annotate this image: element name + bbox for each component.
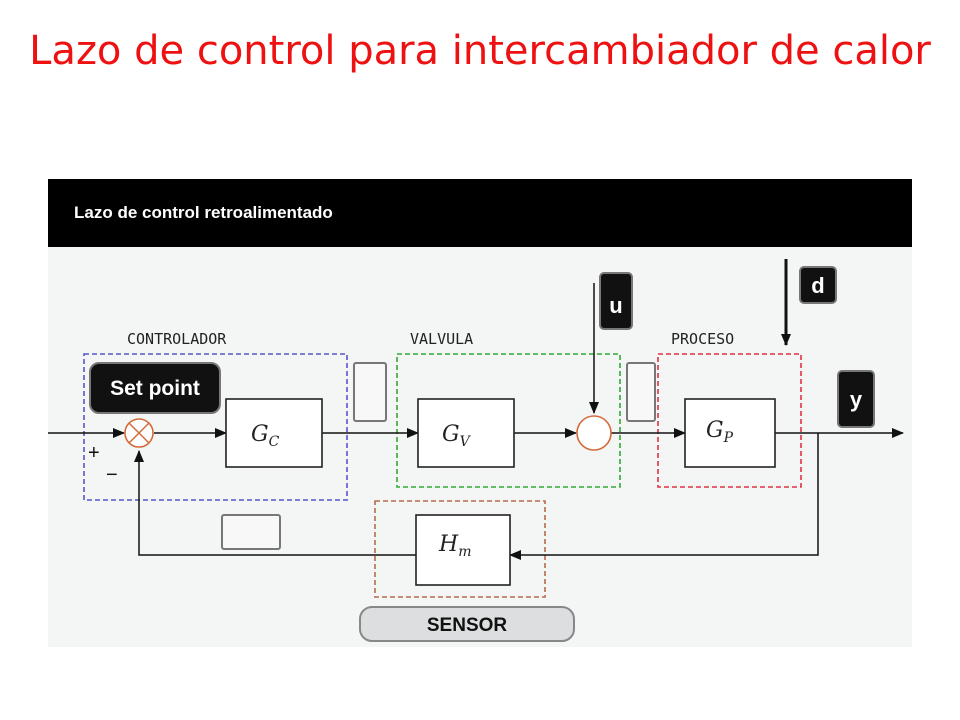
u-callout [599,272,633,330]
process-group-box [657,353,802,488]
control-loop-diagram: CONTROLADOR VALVULA PROCESO + − GC GV GP [48,259,904,642]
gv-block-label: GV [442,422,472,450]
d-label: d [811,273,824,298]
plus-sign: + [88,442,100,464]
y-label: y [850,387,863,412]
controller-group-label: CONTROLADOR [127,330,227,348]
gp-block-label: GP [706,418,734,446]
hm-block-label: Hm [438,532,471,560]
placeholder-box-process-input [626,362,656,422]
diagram-panel: Lazo de control retroalimentado CONTROLA… [48,179,912,647]
comparator-icon [124,418,154,448]
d-callout [799,266,837,304]
measured-signal-line [134,450,416,556]
panel-header-title: Lazo de control retroalimentado [74,203,333,222]
controller-group-box [83,353,348,501]
set-point-callout [89,362,221,414]
y-callout [837,370,875,428]
placeholder-box-controller-output [353,362,387,422]
sensor-label: SENSOR [427,615,508,636]
process-group-label: PROCESO [671,330,734,348]
valve-group-label: VALVULA [410,330,473,348]
summing-junction-icon [576,415,612,451]
sensor-group-box [374,500,546,598]
placeholder-box-feedback [221,514,281,550]
panel-header: Lazo de control retroalimentado [48,179,912,247]
gc-block-label: GC [251,422,280,450]
gp-block [684,398,776,468]
gc-block [225,398,323,468]
set-point-label: Set point [110,377,200,400]
hm-block [415,514,511,586]
valve-group-box [396,353,621,488]
gv-block [417,398,515,468]
slide-title: Lazo de control para intercambiador de c… [29,28,931,74]
sensor-pill [359,606,575,642]
u-label: u [609,293,622,318]
minus-sign: − [106,464,118,486]
feedback-path-line [509,433,819,560]
